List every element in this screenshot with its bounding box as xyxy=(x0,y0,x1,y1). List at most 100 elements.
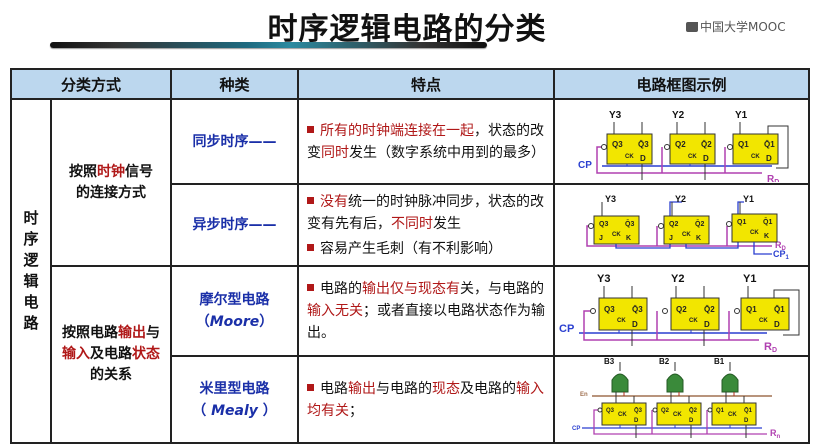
svg-text:Q1: Q1 xyxy=(746,305,757,314)
svg-text:K: K xyxy=(696,235,701,242)
svg-text:Y1: Y1 xyxy=(743,194,754,204)
highlight-text: 输入均有关 xyxy=(307,380,545,419)
kind-label: 摩尔型电路 xyxy=(199,292,270,308)
svg-text:CK: CK xyxy=(682,232,691,238)
highlight-text: 不同时 xyxy=(391,215,434,232)
text-run: 与 xyxy=(146,325,160,341)
kind-label: 米里型电路 xyxy=(199,380,270,397)
diagram-sync: CP RD Q3Q̄3 CKD Y3 Q xyxy=(553,98,811,185)
features-mealy: 电路输出与电路的现态及电路的输入均有关； xyxy=(297,355,556,444)
table-row: 米里型电路 （ Mealy ） 电路输出与电路的现态及电路的输入均有关； En … xyxy=(11,355,811,444)
svg-text:D: D xyxy=(744,418,749,424)
bullet-icon xyxy=(307,383,315,391)
svg-text:Q̄3: Q̄3 xyxy=(632,305,643,314)
category-cell: 时序逻辑电路 xyxy=(10,98,52,444)
svg-text:B3: B3 xyxy=(604,358,615,366)
table-header: 分类方式 种类 特点 电路框图示例 xyxy=(9,68,811,100)
highlight-text: 输入无关 xyxy=(307,303,364,319)
svg-text:Y2: Y2 xyxy=(675,194,686,204)
svg-text:Y2: Y2 xyxy=(672,110,685,121)
text-run: 的关系 xyxy=(90,367,132,383)
svg-text:Q̄3: Q̄3 xyxy=(638,140,649,149)
cp-label: CP xyxy=(578,160,592,171)
svg-text:RD: RD xyxy=(767,174,779,182)
feature-text: 电路输出与电路的现态及电路的输入均有关； xyxy=(307,378,545,422)
svg-text:Q1: Q1 xyxy=(737,219,746,226)
text-run: ；或者直接以电路状态作为输出。 xyxy=(307,303,546,341)
text-run: 信号的连接方式 xyxy=(76,163,153,201)
kind-en: Moore xyxy=(209,314,260,330)
svg-text:CP1: CP1 xyxy=(773,249,790,261)
text-run: 电路的 xyxy=(320,281,363,297)
category-char: 辑 xyxy=(23,272,39,290)
book-icon xyxy=(686,21,698,32)
svg-text:Y1: Y1 xyxy=(735,110,748,121)
text-run: 关，与电路的 xyxy=(460,281,545,297)
svg-text:Q̄1: Q̄1 xyxy=(764,140,775,149)
feature-item: 电路输出与电路的现态及电路的输入均有关； xyxy=(307,378,545,422)
svg-text:Y3: Y3 xyxy=(609,110,622,121)
svg-text:Q3: Q3 xyxy=(612,140,623,149)
text-run: 发生（数字系统中用到的最多） xyxy=(349,144,546,161)
svg-text:Q̄1: Q̄1 xyxy=(763,217,772,226)
header-method: 分类方式 xyxy=(9,68,173,100)
svg-text:D: D xyxy=(640,154,646,163)
highlight-text: 现态 xyxy=(432,380,461,397)
svg-text:Rn: Rn xyxy=(770,428,781,440)
feature-item: 所有的时钟端连接在一起，状态的改变同时发生（数字系统中用到的最多） xyxy=(307,120,545,164)
svg-text:J: J xyxy=(599,235,603,242)
svg-text:Q1: Q1 xyxy=(716,408,725,414)
page-title: 时序逻辑电路的分类 xyxy=(267,12,547,47)
svg-text:J: J xyxy=(669,235,673,242)
svg-text:Q3: Q3 xyxy=(599,221,608,228)
text-run: 容易产生毛刺（有不利影响） xyxy=(320,240,503,257)
svg-text:D: D xyxy=(634,418,639,424)
svg-text:B2: B2 xyxy=(659,358,670,366)
svg-text:Q̄2: Q̄2 xyxy=(701,140,712,149)
text-run: 按照 xyxy=(69,163,97,180)
highlight-text: 输入 xyxy=(62,346,90,362)
kind-en-label: （ Mealy ） xyxy=(192,402,277,419)
svg-text:CK: CK xyxy=(728,412,737,418)
svg-text:CK: CK xyxy=(751,154,760,160)
svg-text:Q̄2: Q̄2 xyxy=(704,305,715,314)
bullet-icon xyxy=(307,284,315,291)
category-char: 路 xyxy=(23,314,39,332)
svg-text:Y1: Y1 xyxy=(743,273,756,285)
highlight-text: 没有 xyxy=(320,193,349,210)
method-label: 按照时钟信号的连接方式 xyxy=(52,162,170,204)
svg-text:Q2: Q2 xyxy=(669,221,678,228)
table-row: 时序逻辑电路 按照时钟信号的连接方式 同步时序—— 所有的时钟端连接在一起，状态… xyxy=(10,98,811,444)
kind-label: 异步时序—— xyxy=(192,217,277,233)
svg-text:CK: CK xyxy=(612,232,621,238)
text-run: 及电路的 xyxy=(460,380,517,397)
svg-text:B1: B1 xyxy=(714,358,725,366)
text-run: 及电路 xyxy=(90,346,132,362)
bullet-icon xyxy=(307,196,315,204)
svg-text:CK: CK xyxy=(750,230,759,236)
svg-text:D: D xyxy=(703,154,709,163)
text-run: 电路 xyxy=(320,380,349,397)
feature-item: 电路的输出仅与现态有关，与电路的输入无关；或者直接以电路状态作为输出。 xyxy=(307,278,545,344)
feature-item: 容易产生毛刺（有不利影响） xyxy=(307,238,545,260)
table-row: 异步时序—— 没有统一的时钟脉冲同步，状态的改变有先有后，不同时发生容易产生毛刺… xyxy=(11,183,811,267)
category-char: 时 xyxy=(23,209,39,227)
mooc-logo: 中国大学MOOC xyxy=(686,18,786,35)
category-char: 电 xyxy=(23,293,39,311)
svg-text:CK: CK xyxy=(617,318,626,324)
svg-text:CK: CK xyxy=(689,318,698,324)
svg-text:K: K xyxy=(626,235,631,242)
highlight-text: 所有的时钟端连接在一起 xyxy=(320,122,475,139)
svg-text:Q2: Q2 xyxy=(676,305,687,314)
highlight-text: 输出 xyxy=(118,325,146,341)
svg-text:CK: CK xyxy=(759,318,768,324)
bullet-icon xyxy=(307,125,315,133)
method-cell: 按照电路输出与输入及电路状态的关系 xyxy=(49,265,173,444)
svg-text:CP: CP xyxy=(559,323,574,335)
highlight-text: 同时 xyxy=(321,144,350,161)
